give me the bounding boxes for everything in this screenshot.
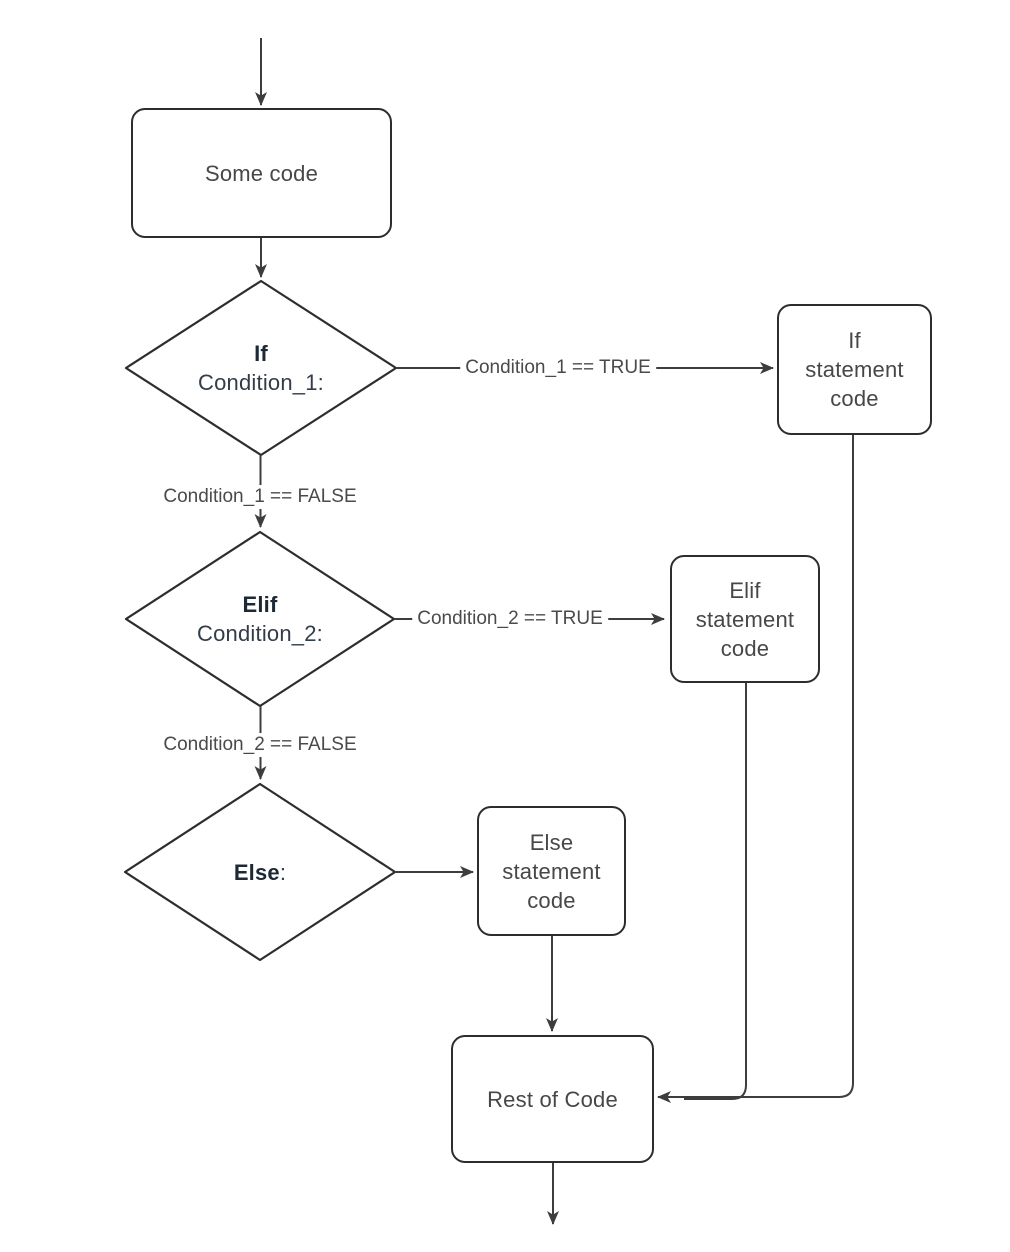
node-else-statement-code-label: Else statement code bbox=[502, 829, 601, 913]
edge-label-condition2-true: Condition_2 == TRUE bbox=[412, 607, 608, 631]
elif-keyword: Elif bbox=[242, 592, 278, 617]
node-if-statement-code-label: If statement code bbox=[805, 328, 904, 411]
else-keyword-line: Else: bbox=[234, 858, 286, 887]
node-some-code: Some code bbox=[131, 108, 392, 238]
if-decision-text: If Condition_1: bbox=[126, 281, 396, 455]
else-decision-text: Else: bbox=[125, 784, 395, 960]
node-rest-of-code-label: Rest of Code bbox=[487, 1086, 618, 1112]
elif-condition: Condition_2: bbox=[197, 621, 323, 646]
else-decision-diamond bbox=[123, 782, 397, 962]
if-condition: Condition_1: bbox=[198, 370, 324, 395]
edge-label-condition1-true: Condition_1 == TRUE bbox=[460, 356, 656, 380]
edge-ifbox-to-rest bbox=[657, 435, 854, 1103]
node-if-statement-code: If statement code bbox=[777, 304, 932, 435]
node-some-code-label: Some code bbox=[204, 160, 319, 186]
edge-label-condition2-false: Condition_2 == FALSE bbox=[158, 733, 362, 757]
node-elif-statement-code: Elif statement code bbox=[670, 555, 820, 683]
elif-decision-diamond bbox=[124, 530, 396, 708]
elif-decision-text: Elif Condition_2: bbox=[126, 532, 394, 706]
node-elif-statement-code-label: Elif statement code bbox=[695, 577, 795, 661]
node-else-statement-code: Else statement code bbox=[477, 806, 626, 936]
else-keyword: Else bbox=[233, 859, 280, 885]
edge-elifbox-to-rest bbox=[684, 683, 747, 1100]
edge-label-condition1-false: Condition_1 == FALSE bbox=[158, 485, 362, 509]
if-decision-diamond bbox=[124, 279, 398, 457]
node-rest-of-code: Rest of Code bbox=[451, 1035, 654, 1163]
if-keyword: If bbox=[254, 341, 268, 366]
else-colon: : bbox=[279, 859, 287, 885]
